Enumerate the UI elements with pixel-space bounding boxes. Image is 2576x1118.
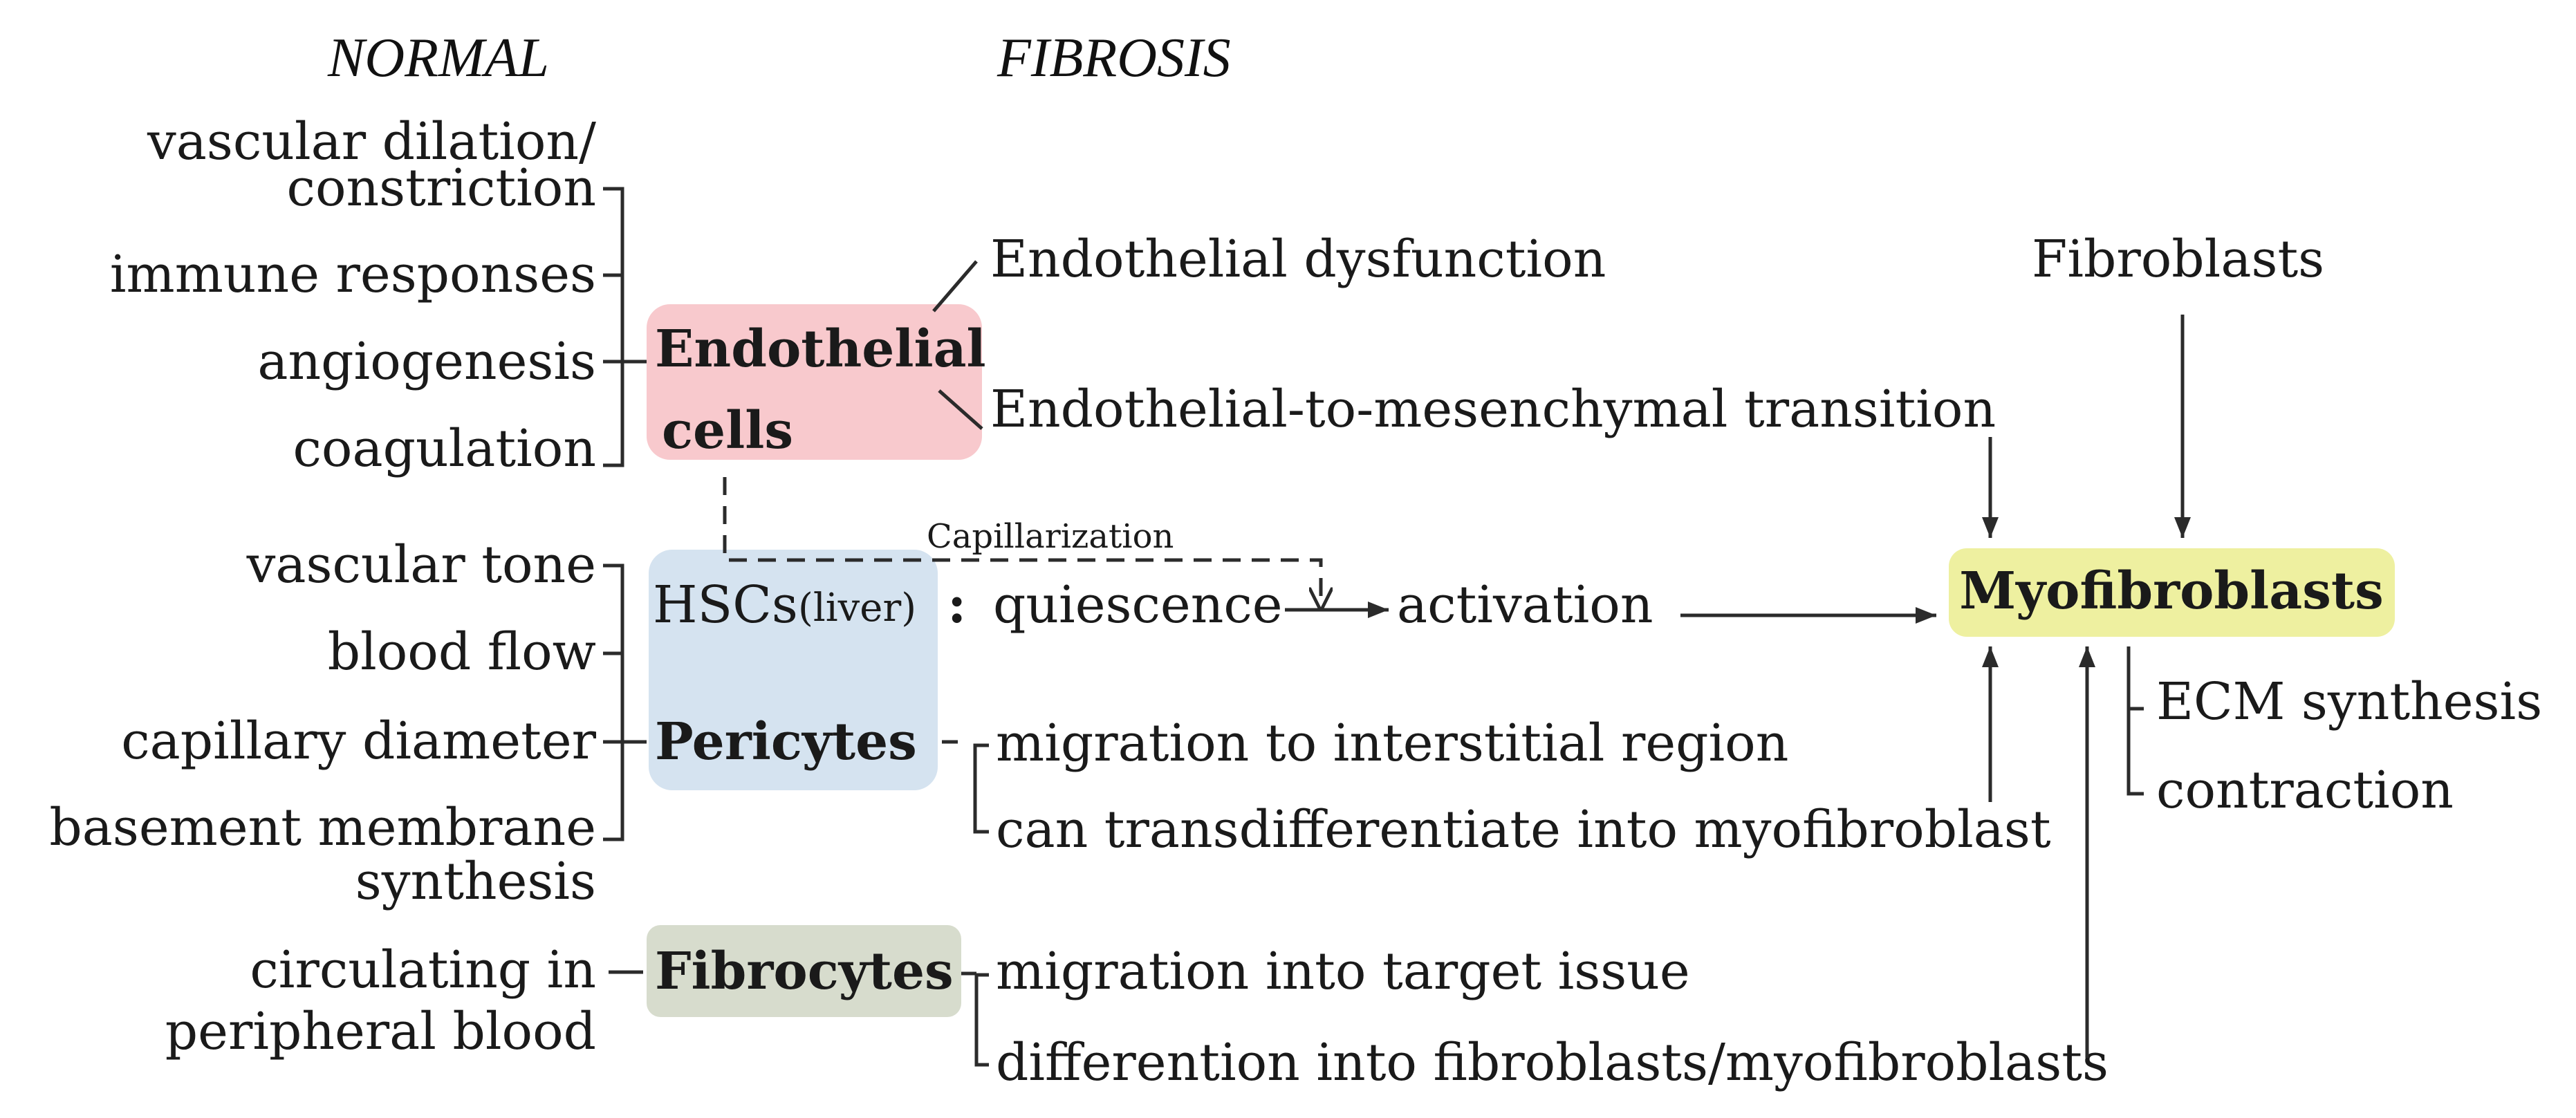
pericytes-normal-function: synthesis [355, 852, 596, 911]
capillarization-path [723, 477, 1321, 608]
endothelial-outcome-connector [932, 260, 978, 313]
myofibroblasts-outcome: ECM synthesis [2156, 672, 2542, 732]
endothelial-normal-function: constriction [287, 158, 596, 218]
hsc-qualifier: (liver) [798, 586, 916, 631]
hsc-label: HSCs [653, 575, 798, 635]
heading-normal: NORMAL [327, 28, 549, 88]
endothelial-normal-function: coagulation [293, 419, 596, 478]
myofibroblasts-outcome: contraction [2156, 761, 2454, 820]
fibrocytes-normal-function: peripheral blood [165, 1002, 596, 1061]
endothelial-box [647, 304, 982, 460]
pericytes-bracket [603, 563, 647, 841]
fibrocytes-outcome: differention into fibroblasts/myofibrobl… [996, 1033, 2109, 1092]
pericytes-outcome: migration to interstitial region [996, 714, 1788, 773]
heading-fibrosis: FIBROSIS [997, 28, 1231, 88]
pericytes-normal-function: capillary diameter [121, 711, 596, 771]
pericytes-normal-function: basement membrane [49, 798, 596, 857]
hsc-activation: activation [1397, 575, 1653, 635]
endothelial-outcome: Endothelial-to-mesenchymal transition [990, 380, 1996, 439]
fibrocytes-outcome-bracket [961, 971, 989, 1067]
endothelial-label: cells [662, 401, 793, 460]
pericytes-label: Pericytes [655, 712, 917, 772]
fibrocytes-normal-function: circulating in [250, 940, 596, 1000]
myofibroblasts-label: Myofibroblasts [1959, 561, 2383, 621]
pericytes-box [649, 550, 938, 790]
myofibroblasts-box [1949, 548, 2395, 637]
pericytes-normal-function: blood flow [328, 622, 596, 682]
hsc-quiescence: quiescence [993, 575, 1283, 635]
myofibroblasts-outcome-bracket [2126, 646, 2144, 796]
fibrocytes-label: Fibrocytes [655, 942, 954, 1001]
fibrocytes-outcome: migration into target issue [996, 942, 1690, 1001]
endothelial-label: Endothelial [655, 319, 986, 379]
fibroblasts-label: Fibroblasts [2032, 230, 2324, 289]
endothelial-normal-function: vascular dilation/ [147, 112, 596, 171]
pericytes-normal-function: vascular tone [246, 535, 596, 595]
endothelial-normal-function: angiogenesis [257, 332, 596, 391]
hsc-separator: : [947, 575, 966, 635]
endothelial-normal-function: immune responses [110, 245, 596, 304]
endothelial-bracket [603, 187, 647, 467]
capillarization-label: Capillarization [927, 517, 1174, 556]
pericytes-outcome: can transdifferentiate into myofibroblas… [996, 800, 2051, 859]
fibrocytes-box [647, 925, 961, 1017]
endothelial-outcome-connector [938, 389, 983, 430]
pericytes-outcome-bracket [942, 740, 989, 834]
endothelial-outcome: Endothelial dysfunction [990, 230, 1606, 289]
